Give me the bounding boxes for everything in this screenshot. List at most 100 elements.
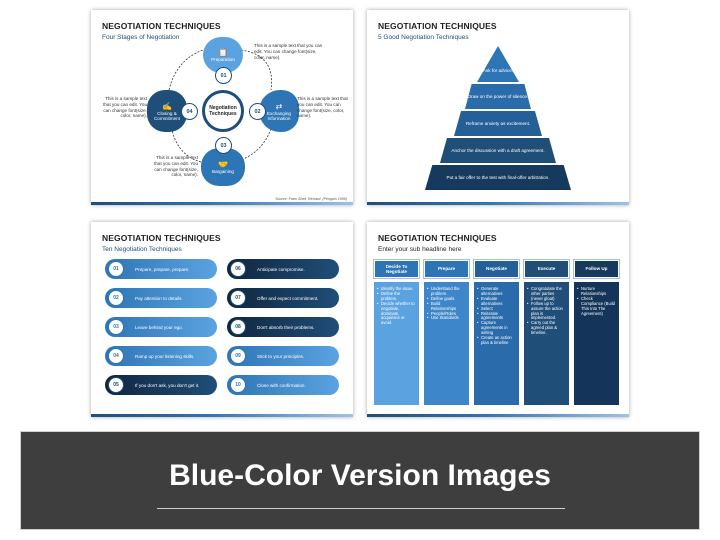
column-item: Select (477, 306, 516, 312)
column-item: Check Compliance (Build This Into The Ag… (577, 296, 616, 317)
technique-number: 09 (230, 348, 246, 364)
column-item: Understand the problem. (427, 286, 466, 297)
technique-item: 02 Pay attention to details. (105, 288, 217, 308)
pyramid-level-1: Ask for advice. (477, 46, 519, 82)
technique-text: Ramp up your listening skills. (135, 353, 195, 359)
sample-text-top: This is a sample text that you can edit.… (254, 43, 323, 60)
exchange-icon: ⇄ (275, 101, 283, 111)
slide-bottom-bar (367, 202, 629, 205)
slide-subtitle: 5 Good Negotiation Techniques (378, 34, 469, 41)
technique-text: Prepare, prepare, prepare. (135, 266, 190, 272)
column-header: Decide To Negotiate (373, 259, 420, 279)
stage-bargaining: 🤝 Bargaining (201, 148, 245, 186)
technique-number: 10 (230, 377, 246, 393)
slide-title: NEGOTIATION TECHNIQUES (378, 233, 497, 243)
technique-number: 07 (230, 290, 246, 306)
technique-text: Offer and expect commitment. (257, 295, 319, 301)
technique-text: Pay attention to details. (135, 295, 183, 301)
technique-item: 03 Leave behind your ego. (105, 317, 217, 337)
column-item: Carry out the agreed plan & timeline. (527, 320, 566, 336)
column-item: People/Roles (427, 311, 466, 317)
slide-subtitle: Enter your sub headline here (378, 246, 462, 253)
stage-label: Closing & Commitment (153, 110, 181, 121)
stage-number: 03 (215, 137, 232, 154)
technique-item: 10 Close with confirmation. (227, 375, 339, 395)
column-item: Create an action plan & timeline (477, 335, 516, 346)
signature-icon: ✍ (162, 101, 172, 111)
technique-item: 05 If you don't ask, you don't get it. (105, 375, 217, 395)
column-item: Generate alternatives (477, 286, 516, 297)
sample-text-right: This is a sample text that you can edit.… (297, 96, 348, 119)
stage-number: 01 (215, 67, 232, 84)
technique-item: 09 Stick to your principles. (227, 346, 339, 366)
technique-number: 04 (108, 348, 124, 364)
stage-closing-commitment: ✍ Closing & Commitment (147, 90, 187, 132)
slide-title: NEGOTIATION TECHNIQUES (378, 21, 497, 31)
technique-text: Stick to your principles. (257, 353, 305, 359)
column-body: Nurture Relationships Check Compliance (… (574, 282, 619, 405)
column-body: Generate alternatives Evaluate alternati… (474, 282, 519, 405)
slide-bottom-bar (367, 414, 629, 417)
technique-number: 08 (230, 319, 246, 335)
column-body: Congratulate the other parties (never gl… (524, 282, 569, 405)
slide-bottom-bar (91, 414, 353, 417)
column-item: Define the problem. (377, 291, 416, 302)
column-item: Define goals. (427, 296, 466, 302)
pyramid-level-3: Reframe anxiety as excitement. (454, 111, 542, 136)
slide-title: NEGOTIATION TECHNIQUES (102, 233, 221, 243)
column-item: Identify the issue. (377, 286, 416, 292)
column-body: Identify the issue. Define the problem. … (374, 282, 419, 405)
column-item: Capture agreements in writing (477, 320, 516, 336)
technique-text: If you don't ask, you don't get it. (135, 382, 200, 388)
handshake-icon: 🤝 (218, 160, 228, 169)
stage-number: 04 (181, 103, 198, 120)
column-header: Execute (523, 259, 570, 279)
column-header: Negotiate (473, 259, 520, 279)
column-item: Build Relationships (427, 301, 466, 312)
technique-text: Don't absorb their problems. (257, 324, 315, 330)
technique-text: Close with confirmation. (257, 382, 306, 388)
slide-five-techniques[interactable]: NEGOTIATION TECHNIQUES 5 Good Negotiatio… (367, 10, 629, 205)
column-header: Follow Up (573, 259, 620, 279)
pyramid-level-5: Put a fair offer to the test with final-… (425, 165, 571, 190)
technique-item: 06 Anticipate compromise. (227, 259, 339, 279)
banner-title: Blue-Color Version Images (169, 459, 551, 492)
technique-item: 07 Offer and expect commitment. (227, 288, 339, 308)
slide-subtitle: Four Stages of Negotiation (102, 34, 180, 41)
technique-text: Anticipate compromise. (257, 266, 305, 272)
technique-number: 06 (230, 261, 246, 277)
center-label: Negotiation Techniques (202, 90, 244, 132)
sample-text-bottom: This is a sample text that you can edit.… (154, 155, 198, 178)
pyramid-level-4: Anchor the discussion with a draft agree… (440, 138, 556, 163)
slide-subtitle: Ten Negotiation Techniques (102, 246, 182, 253)
slide-bottom-bar (91, 202, 353, 205)
slide-ten-techniques[interactable]: NEGOTIATION TECHNIQUES Ten Negotiation T… (91, 222, 353, 417)
stage-label: Bargaining (212, 169, 234, 174)
technique-text: Leave behind your ego. (135, 324, 184, 330)
slide-title: NEGOTIATION TECHNIQUES (102, 21, 221, 31)
column-item: Reiterate agreements (477, 311, 516, 322)
column-item: Decide whether to negotiate, dominate, a… (377, 301, 416, 327)
technique-number: 03 (108, 319, 124, 335)
source-note: Source: Fram Shell, Richard. (Penguin 19… (275, 197, 347, 201)
technique-item: 08 Don't absorb their problems. (227, 317, 339, 337)
technique-item: 01 Prepare, prepare, prepare. (105, 259, 217, 279)
technique-item: 04 Ramp up your listening skills. (105, 346, 217, 366)
clipboard-icon: 📋 (218, 48, 228, 57)
slide-four-stages[interactable]: NEGOTIATION TECHNIQUES Four Stages of Ne… (91, 10, 353, 205)
banner-divider (157, 508, 565, 509)
column-item: Evaluate alternatives (477, 296, 516, 307)
stage-label: Preparation (211, 57, 235, 62)
stage-label: Exchanging Information (266, 110, 291, 121)
column-item: Follow up to assure the action plan is i… (527, 301, 566, 322)
stage-number: 02 (249, 103, 266, 120)
column-item: Use Standards (427, 316, 466, 322)
sample-text-left: This is a sample text that you can edit.… (103, 96, 147, 119)
column-item: Nurture Relationships (577, 286, 616, 297)
slide-process-columns[interactable]: NEGOTIATION TECHNIQUES Enter your sub he… (367, 222, 629, 417)
technique-number: 05 (108, 377, 124, 393)
technique-number: 01 (108, 261, 124, 277)
column-body: Understand the problem. Define goals. Bu… (424, 282, 469, 405)
version-banner: Blue-Color Version Images (20, 431, 700, 530)
column-header: Prepare (423, 259, 470, 279)
